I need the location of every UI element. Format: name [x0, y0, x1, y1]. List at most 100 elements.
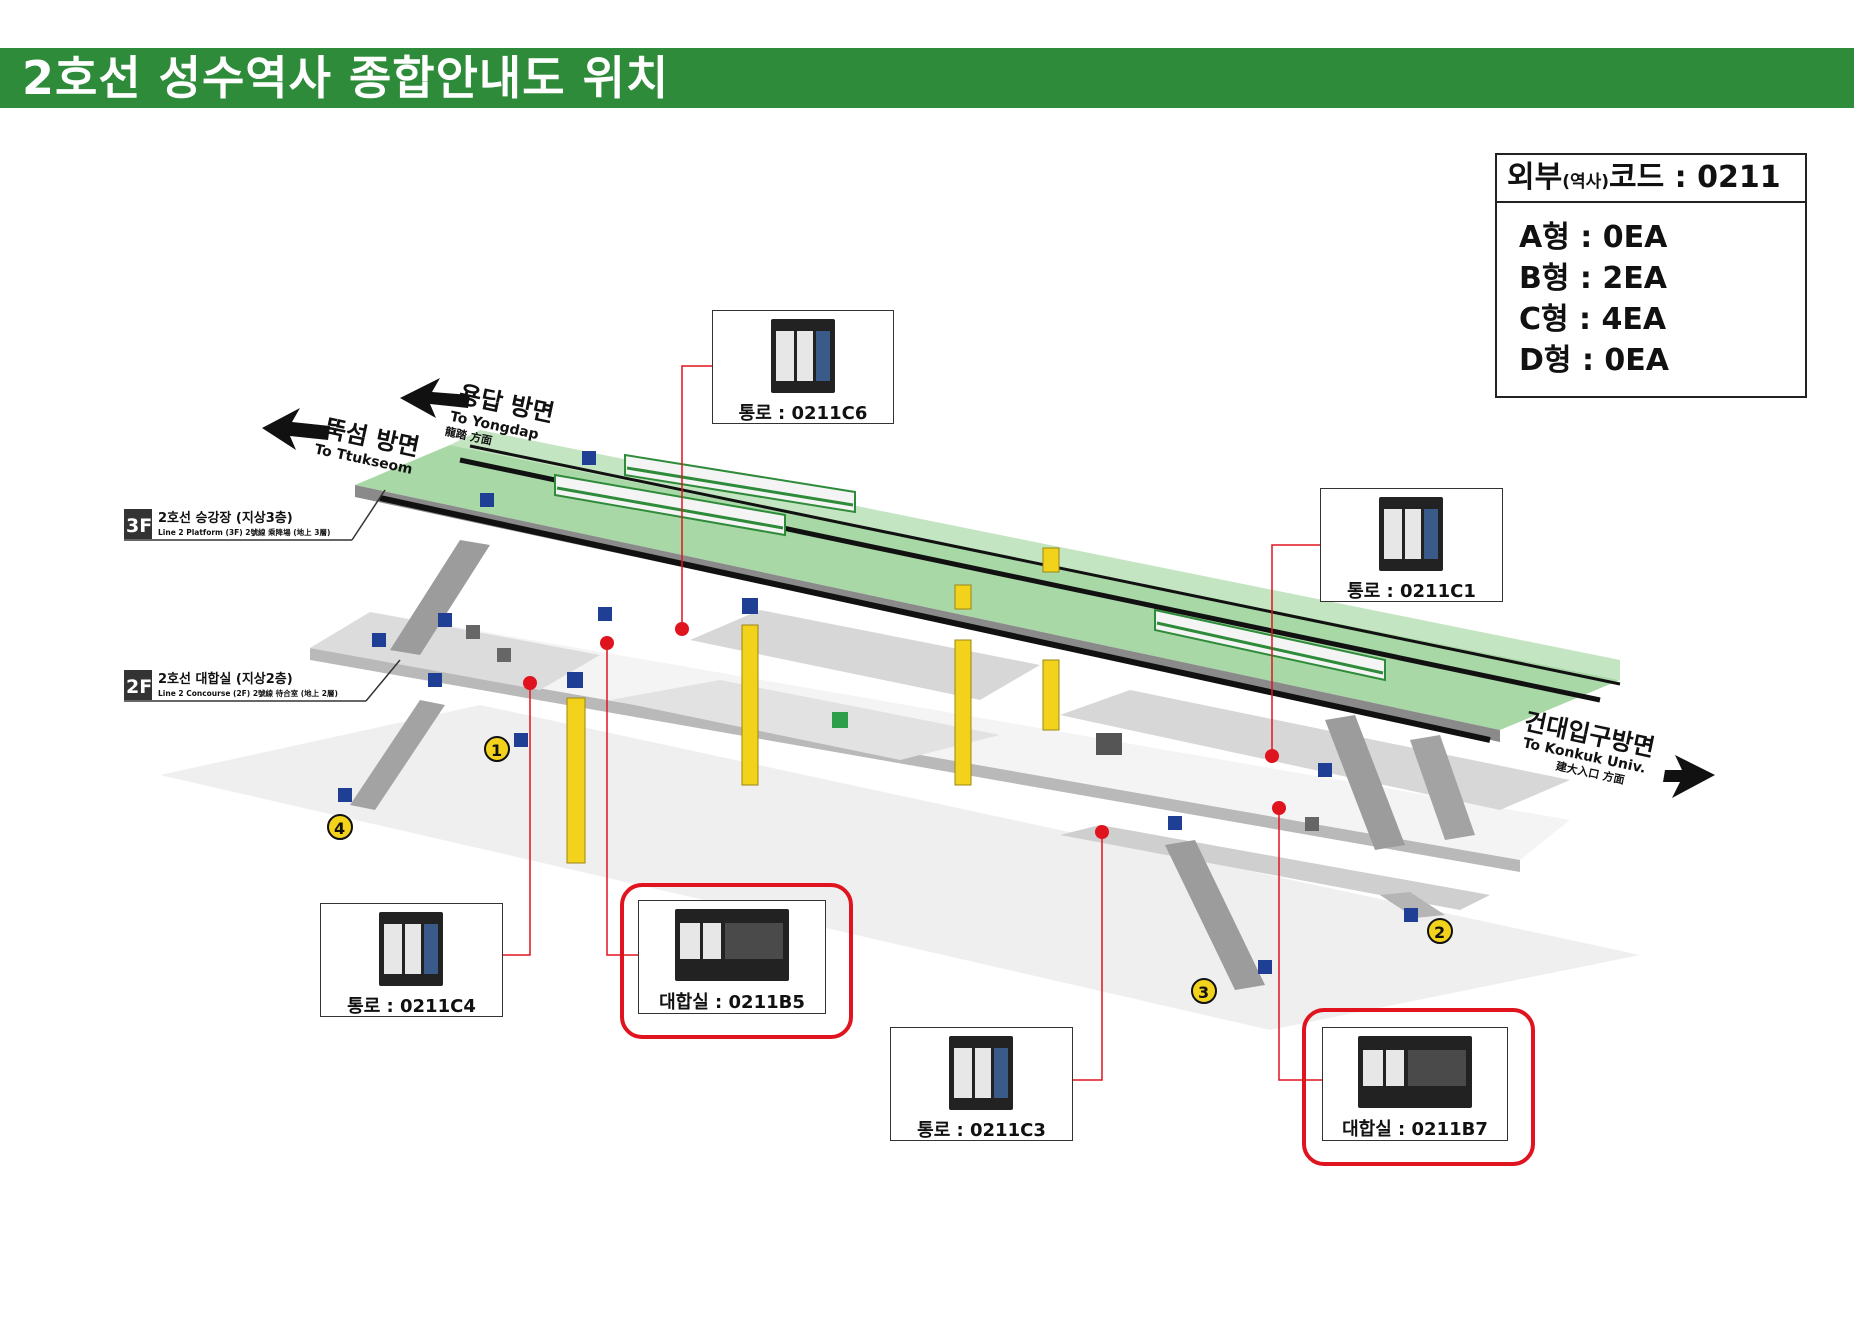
marker-c1: [1265, 749, 1279, 763]
concourse-room: [610, 680, 1000, 760]
stair-left-lower: [350, 700, 445, 810]
svg-text:2: 2: [1434, 923, 1445, 942]
station-code-header: 외부(역사)코드 : 0211: [1497, 155, 1805, 203]
concourse-wall-left: [310, 612, 600, 690]
callout-c4-label: 통로 : 0211C4: [347, 996, 476, 1017]
arrow-right-icon: [1663, 755, 1715, 798]
callout-b7-label: 대합실 : 0211B7: [1342, 1119, 1488, 1140]
pillar-6: [1042, 547, 1060, 573]
ticket-gate-icon: [1305, 817, 1319, 831]
floor-3f-badge: 3F: [126, 515, 152, 537]
callout-c1-label: 통로 : 0211C1: [1347, 581, 1476, 602]
ticket-gate-icon: [497, 648, 511, 662]
train-middle: [554, 473, 786, 537]
title-bar: 2호선 성수역사 종합안내도 위치: [0, 48, 1854, 108]
arrow-left-icon: [262, 408, 330, 450]
svg-text:4: 4: [334, 819, 345, 838]
escalator-icon: [1258, 960, 1272, 974]
ticket-gate-icon: [466, 625, 480, 639]
code-paren: (역사): [1562, 172, 1610, 192]
arrow-left-icon: [400, 378, 470, 418]
kiosk-screen-icon: [675, 909, 789, 981]
leader-b7: [1278, 808, 1322, 1081]
exit-3-badge: 3: [1191, 978, 1217, 1004]
type-a-count: A형 : 0EA: [1519, 220, 1668, 255]
callout-c1: 통로 : 0211C1: [1320, 488, 1503, 602]
exit-4-badge: 4: [327, 814, 353, 840]
stair-left-upper: [390, 540, 490, 655]
callout-c6-label: 통로 : 0211C6: [738, 403, 868, 424]
svg-text:1: 1: [491, 741, 502, 760]
marker-b5: [600, 636, 614, 650]
leader-b5: [606, 643, 638, 956]
callout-b7: 대합실 : 0211B7: [1322, 1027, 1508, 1141]
wheelchair-icon: [438, 613, 452, 627]
floor-label-2f: 2F 2호선 대합실 (지상2층) Line 2 Concourse (2F) …: [124, 659, 401, 702]
restroom-icon: [1096, 733, 1122, 755]
elevator-icon: [742, 598, 758, 614]
concourse-edge: [310, 648, 1520, 872]
aed-icon: [832, 712, 848, 728]
code-prefix: 외부: [1507, 160, 1563, 195]
kiosk-screen-icon: [379, 912, 443, 986]
kiosk-screen-icon: [1379, 497, 1443, 571]
escalator-right-2: [1410, 735, 1475, 840]
train-right: [1154, 608, 1386, 682]
escalator-right-1: [1325, 715, 1405, 850]
pillar-3: [954, 639, 972, 786]
exit-1-badge: 1: [484, 736, 510, 762]
highlight-b5: [620, 883, 853, 1039]
kiosk-screen-icon: [1358, 1036, 1472, 1108]
code-suffix: 코드 : 0211: [1609, 160, 1781, 195]
exit-2-badge: 2: [1427, 918, 1453, 944]
escalator-icon: [1404, 908, 1418, 922]
svg-text:3: 3: [1198, 983, 1209, 1002]
leader-c6: [681, 365, 712, 629]
leader-c4: [503, 683, 531, 956]
kiosk-screen-icon: [771, 319, 835, 393]
pillar-4: [1042, 659, 1060, 731]
wheelchair-icon: [372, 633, 386, 647]
floor-2f-badge: 2F: [126, 676, 152, 698]
escalator-icon: [338, 788, 352, 802]
callout-c3: 통로 : 0211C3: [890, 1027, 1073, 1141]
type-d-count: D형 : 0EA: [1519, 343, 1669, 378]
escalator-icon: [428, 673, 442, 687]
floor-2f-en: Line 2 Concourse (2F) 2號線 待合室 (地上 2層): [158, 688, 338, 698]
leader-c1: [1271, 544, 1320, 756]
marker-c4: [523, 676, 537, 690]
marker-b7: [1272, 801, 1286, 815]
floor-3f-en: Line 2 Platform (3F) 2號線 乘降場 (地上 3層): [158, 527, 330, 537]
station-code-box: 외부(역사)코드 : 0211 A형 : 0EA B형 : 2EA C형 : 4…: [1495, 153, 1807, 398]
callout-c4: 통로 : 0211C4: [320, 903, 503, 1017]
elevator-icon: [567, 672, 583, 688]
floor-3f-ko: 2호선 승강장 (지상3층): [158, 510, 293, 526]
wheelchair-icon: [582, 451, 596, 465]
pillar-2: [741, 624, 759, 786]
floor-label-3f: 3F 2호선 승강장 (지상3층) Line 2 Platform (3F) 2…: [124, 489, 386, 541]
escalator-icon: [514, 733, 528, 747]
page-title: 2호선 성수역사 종합안내도 위치: [22, 51, 670, 105]
pillar-5: [954, 584, 972, 610]
type-b-count: B형 : 2EA: [1519, 261, 1667, 296]
escalator-exit2: [1380, 892, 1445, 918]
callout-b5: 대합실 : 0211B5: [638, 900, 826, 1014]
highlight-b7: [1302, 1008, 1535, 1166]
floor-2f-ko: 2호선 대합실 (지상2층): [158, 671, 293, 687]
marker-c3: [1095, 825, 1109, 839]
marker-c6: [675, 622, 689, 636]
callout-c6: 통로 : 0211C6: [712, 310, 894, 424]
escalator-exit3: [1165, 840, 1265, 990]
track-line-1: [379, 495, 1491, 743]
concourse-wall-mid: [690, 610, 1040, 700]
kiosk-screen-icon: [949, 1036, 1013, 1110]
type-count-list: A형 : 0EA B형 : 2EA C형 : 4EA D형 : 0EA: [1497, 203, 1805, 381]
escalator-icon: [1168, 816, 1182, 830]
type-c-count: C형 : 4EA: [1519, 302, 1667, 337]
escalator-icon: [598, 607, 612, 621]
wheelchair-icon: [480, 493, 494, 507]
escalator-icon: [1318, 763, 1332, 777]
leader-c3: [1073, 832, 1103, 1081]
pillar-1: [566, 697, 586, 864]
